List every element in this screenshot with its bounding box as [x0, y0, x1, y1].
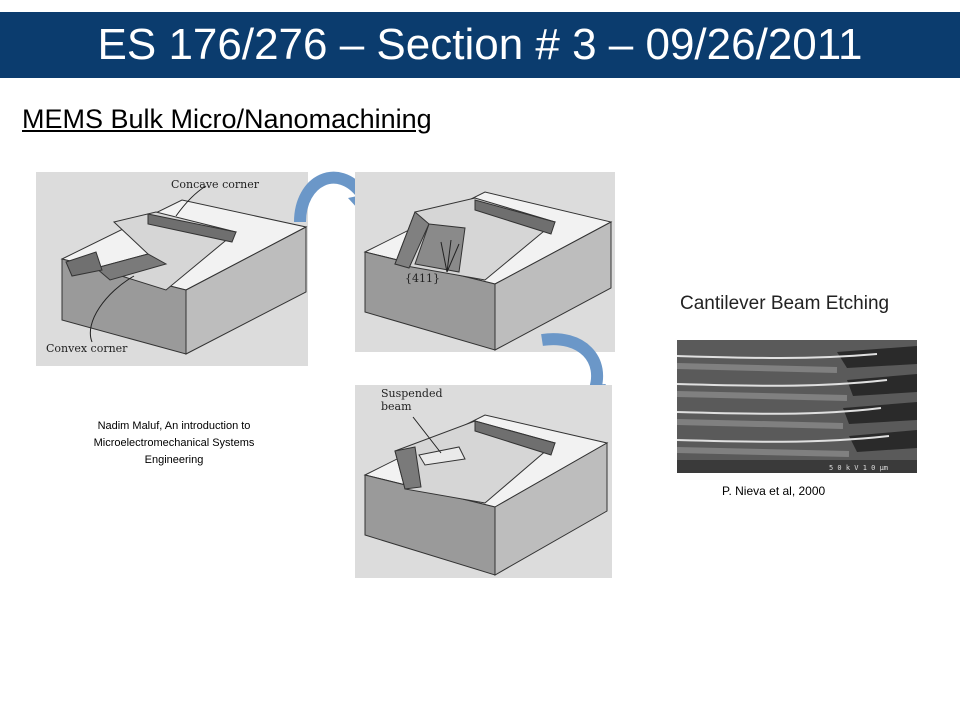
slide-subtitle: MEMS Bulk Micro/Nanomachining — [22, 104, 432, 134]
caption-nieva: P. Nieva et al, 2000 — [722, 484, 826, 498]
label-convex-corner: Convex corner — [46, 342, 128, 355]
label-concave-corner: Concave corner — [171, 178, 260, 191]
figure-etch-mid: {411} — [355, 172, 615, 352]
sem-cantilever-image: 5 0 k V 1 0 µm — [677, 340, 917, 473]
slide-title: ES 176/276 – Section # 3 – 09/26/2011 — [97, 20, 863, 69]
cantilever-title: Cantilever Beam Etching — [680, 293, 890, 314]
title-bar — [0, 12, 960, 78]
label-suspended: Suspended — [381, 387, 443, 400]
label-411-planes: {411} — [405, 272, 440, 285]
figure-suspended-beam: Suspended beam — [355, 385, 612, 578]
figure-etch-start: Concave corner Convex corner — [36, 172, 308, 366]
label-beam: beam — [381, 400, 412, 413]
sem-scale-text: 5 0 k V 1 0 µm — [829, 464, 888, 472]
caption-maluf: Nadim Maluf, An introduction to Microele… — [93, 420, 255, 466]
